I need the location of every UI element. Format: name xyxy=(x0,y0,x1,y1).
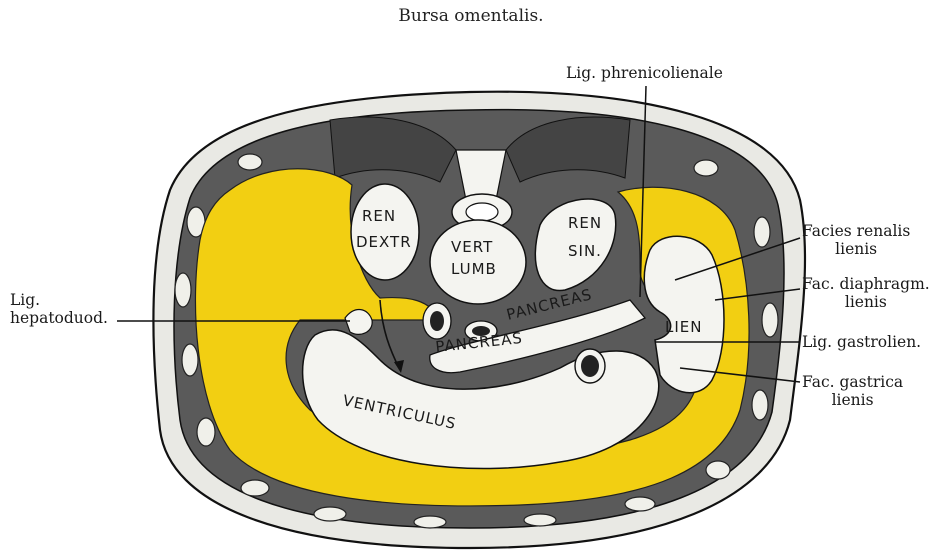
ren-sin-label-2: SIN. xyxy=(568,242,602,260)
label-lig-phrenicolienale: Lig. phrenicolienale xyxy=(566,64,723,82)
label-facies-renalis-line1: Facies renalis xyxy=(802,222,910,240)
label-fac-diaphragm: Fac. diaphragm. lienis xyxy=(802,275,930,311)
label-fac-diaphragm-line1: Fac. diaphragm. xyxy=(802,275,930,293)
label-fac-gastrica-line1: Fac. gastrica xyxy=(802,373,903,391)
vert-label-2: LUMB xyxy=(451,260,497,278)
vert-label-1: VERT xyxy=(451,238,493,256)
hepatoduodenal-ligament xyxy=(345,310,372,335)
kidney-right xyxy=(351,184,419,280)
label-lig-hepatoduod-line1: Lig. xyxy=(10,291,108,309)
label-lig-hepatoduod-line2: hepatoduod. xyxy=(10,309,108,327)
lien-label: LIEN xyxy=(665,318,702,336)
label-fac-gastrica: Fac. gastrica lienis xyxy=(802,373,903,409)
ren-sin-label-1: REN xyxy=(568,214,602,232)
ren-dextr-label-1: REN xyxy=(362,207,396,225)
ren-dextr-label-2: DEXTR xyxy=(356,233,412,251)
label-fac-diaphragm-line2: lienis xyxy=(802,293,930,311)
label-lig-gastrolien: Lig. gastrolien. xyxy=(802,333,921,351)
label-lig-hepatoduod: Lig. hepatoduod. xyxy=(10,291,108,327)
label-facies-renalis-line2: lienis xyxy=(802,240,910,258)
label-facies-renalis: Facies renalis lienis xyxy=(802,222,910,258)
label-fac-gastrica-line2: lienis xyxy=(802,391,903,409)
